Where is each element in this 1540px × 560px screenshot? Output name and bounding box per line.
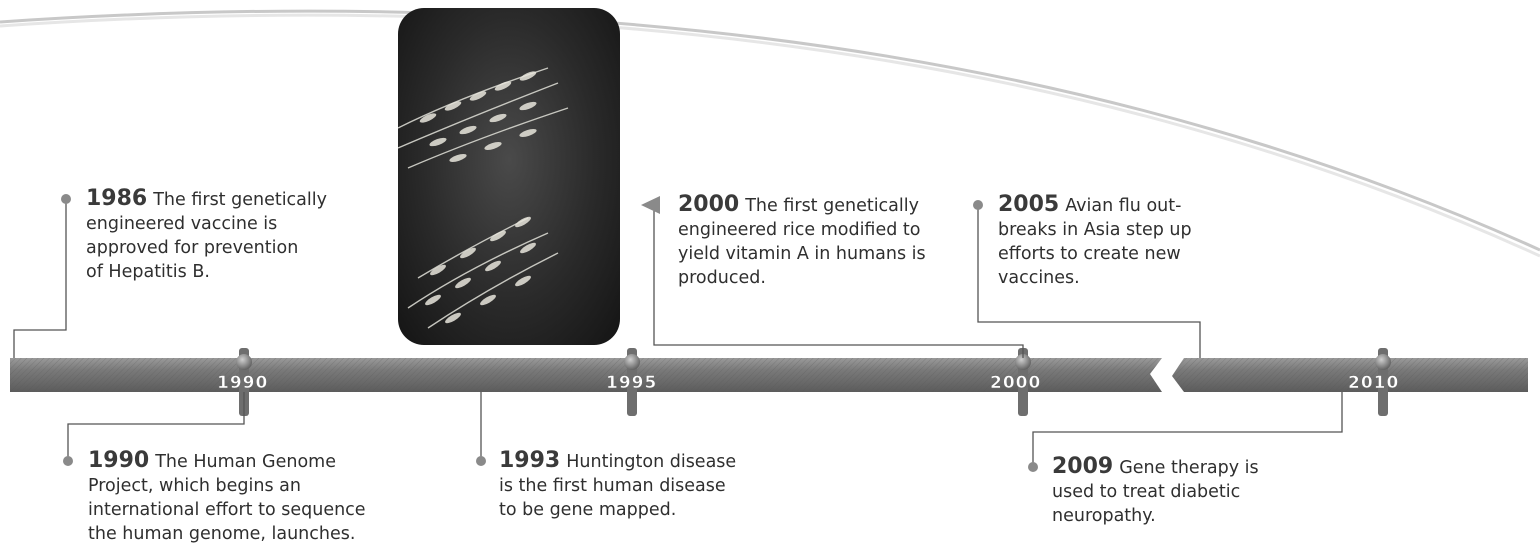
event-1990: 1990 The Human Genome Project, which begi…: [88, 449, 366, 546]
event-2009: 2009 Gene therapy is used to treat diabet…: [1052, 455, 1259, 528]
tick-label-1990: 1990: [217, 373, 268, 393]
event-text-line: The Human Genome: [155, 452, 336, 472]
event-text-line: The first genetically: [153, 190, 327, 210]
event-text-line: breaks in Asia step up: [998, 218, 1192, 242]
tick-label-1995: 1995: [606, 373, 657, 393]
event-text-line: international effort to sequence: [88, 498, 366, 522]
event-year: 1986: [86, 186, 147, 211]
event-1993: 1993 Huntington disease is the first huma…: [499, 449, 736, 522]
event-text-line: the human genome, launches.: [88, 522, 366, 546]
event-text-line: neuropathy.: [1052, 504, 1259, 528]
connector-1986: [14, 200, 66, 358]
event-2005: 2005 Avian flu out- breaks in Asia step u…: [998, 193, 1192, 290]
event-text-line: of Hepatitis B.: [86, 260, 327, 284]
event-text-line: vaccines.: [998, 266, 1192, 290]
event-text-line: engineered vaccine is: [86, 212, 327, 236]
event-text-line: used to treat diabetic: [1052, 480, 1259, 504]
event-text-line: is the first human disease: [499, 474, 736, 498]
event-text-line: engineered rice modified to: [678, 218, 926, 242]
event-text-line: efforts to create new: [998, 242, 1192, 266]
event-year: 2005: [998, 192, 1059, 217]
event-text-line: yield vitamin A in humans is: [678, 242, 926, 266]
event-1986: 1986 The first genetically engineered vac…: [86, 187, 327, 284]
event-year: 1993: [499, 448, 560, 473]
event-2000: 2000 The first genetically engineered ric…: [678, 193, 926, 290]
event-year: 2000: [678, 192, 739, 217]
event-text-line: Huntington disease: [566, 452, 736, 472]
event-year: 1990: [88, 448, 149, 473]
event-text-line: to be gene mapped.: [499, 498, 736, 522]
event-text-line: Avian flu out-: [1065, 196, 1181, 216]
event-text-line: produced.: [678, 266, 926, 290]
event-text-line: approved for prevention: [86, 236, 327, 260]
rice-photo: [398, 8, 620, 345]
event-text-line: Project, which begins an: [88, 474, 366, 498]
tick-label-2000: 2000: [990, 373, 1041, 393]
event-year: 2009: [1052, 454, 1113, 479]
tick-label-2010: 2010: [1348, 373, 1399, 393]
rice-plant-illustration: [398, 8, 620, 345]
event-text-line: Gene therapy is: [1119, 458, 1258, 478]
event-text-line: The first genetically: [745, 196, 919, 216]
